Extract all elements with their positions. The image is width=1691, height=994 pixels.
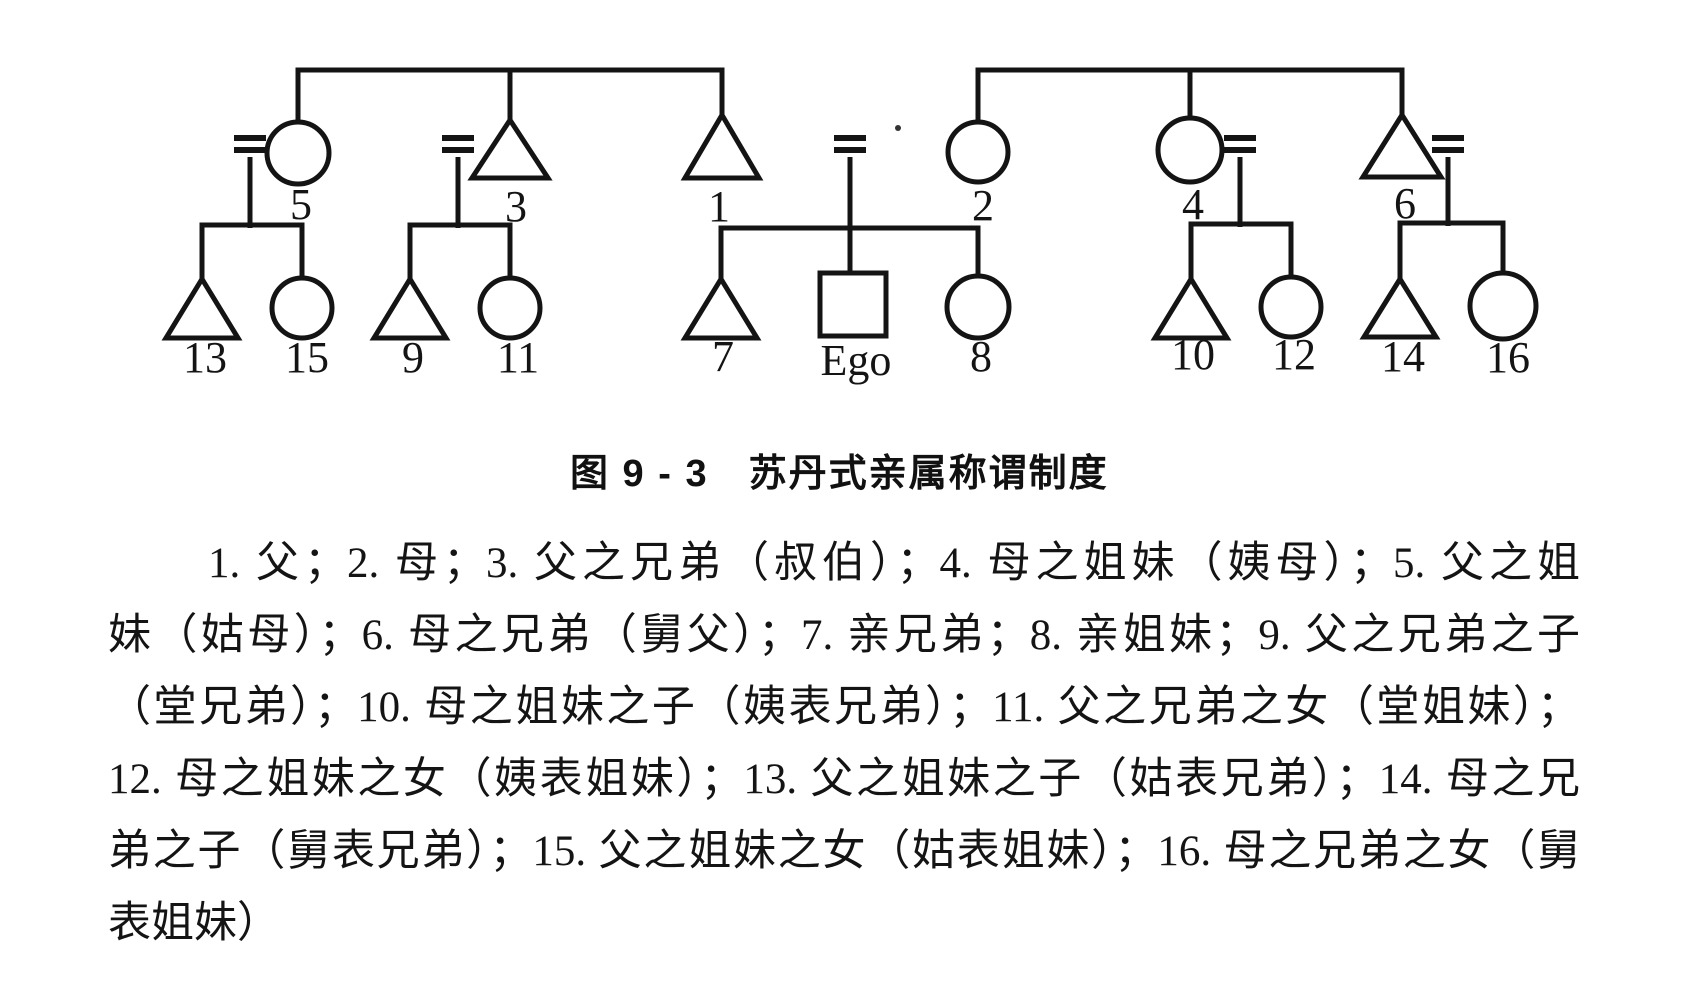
person-10-label: 10 (1171, 330, 1215, 379)
sibling-bar-family-5 (199, 222, 305, 281)
caption-line-3: （堂兄弟）；10. 母之姐妹之子（姨表兄弟）；11. 父之兄弟之女（堂姐妹）； (108, 684, 1580, 731)
person-1-male-triangle (680, 110, 764, 181)
person-16-label: 16 (1486, 333, 1530, 382)
sibling-bar-family-6 (1397, 220, 1506, 281)
person-2-female-circle (945, 119, 1011, 185)
person-14-male-triangle (1359, 274, 1441, 340)
sibling-bar-family-3 (407, 222, 513, 281)
person-15-female-circle (269, 275, 335, 341)
kinship-diagram-svg: 5 3 1 2 4 6 13 15 9 11 7 Ego 8 10 12 14 … (161, 67, 1539, 385)
person-8-label: 8 (970, 332, 992, 381)
caption-line-6: 表姐妹） (108, 900, 280, 947)
kinship-diagram: 5 3 1 2 4 6 13 15 9 11 7 Ego 8 10 12 14 … (0, 0, 1691, 420)
scan-speck (895, 125, 901, 131)
figure-caption: 1. 父；2. 母；3. 父之兄弟（叔伯）；4. 母之姐妹（姨母）；5. 父之姐… (108, 528, 1580, 960)
caption-line-4: 12. 母之姐妹之女（姨表姐妹）；13. 父之姐妹之子（姑表兄弟）；14. 母之… (108, 756, 1580, 803)
caption-line-5: 弟之子（舅表兄弟）；15. 父之姐妹之女（姑表姐妹）；16. 母之兄弟之女（舅 (108, 828, 1580, 875)
person-5-label: 5 (290, 180, 312, 229)
person-15-label: 15 (285, 333, 329, 382)
ego-square (817, 270, 889, 339)
marriage-equals-parents (834, 135, 866, 153)
person-8-female-circle (944, 273, 1012, 341)
person-11-label: 11 (497, 333, 539, 382)
caption-line-2: 妹（姑母）；6. 母之兄弟（舅父）；7. 亲兄弟；8. 亲姐妹；9. 父之兄弟之… (108, 612, 1580, 659)
sibling-bar-family-4 (1188, 221, 1294, 281)
person-9-label: 9 (402, 333, 424, 382)
person-13-male-triangle (161, 274, 243, 341)
marriage-equals-person-6 (1432, 135, 1464, 153)
caption-line-1: 1. 父；2. 母；3. 父之兄弟（叔伯）；4. 母之姐妹（姨母）；5. 父之姐 (208, 540, 1580, 587)
person-9-male-triangle (369, 274, 451, 341)
sibling-bar-ego-family (718, 225, 981, 281)
person-1-label: 1 (708, 182, 730, 231)
person-12-label: 12 (1272, 330, 1316, 379)
person-5-female-circle (264, 119, 332, 187)
ego-label: Ego (821, 336, 892, 385)
marriage-equals-person-5 (234, 135, 266, 153)
marriage-equals-person-4 (1224, 135, 1256, 153)
person-7-male-triangle (680, 274, 762, 341)
person-3-male-triangle (467, 115, 553, 181)
person-10-male-triangle (1150, 274, 1232, 341)
person-13-label: 13 (183, 333, 227, 382)
person-16-female-circle (1467, 270, 1539, 342)
person-11-female-circle (477, 275, 543, 341)
person-6-male-triangle (1358, 110, 1446, 180)
person-4-female-circle (1155, 115, 1225, 185)
figure-title: 图 9 - 3 苏丹式亲属称谓制度 (570, 453, 1109, 495)
person-4-label: 4 (1182, 180, 1204, 229)
person-6-label: 6 (1394, 179, 1416, 228)
marriage-equals-person-3 (442, 135, 474, 153)
person-7-label: 7 (712, 332, 734, 381)
person-12-female-circle (1258, 274, 1324, 340)
person-3-label: 3 (505, 182, 527, 231)
person-14-label: 14 (1381, 332, 1425, 381)
person-2-label: 2 (972, 181, 994, 230)
